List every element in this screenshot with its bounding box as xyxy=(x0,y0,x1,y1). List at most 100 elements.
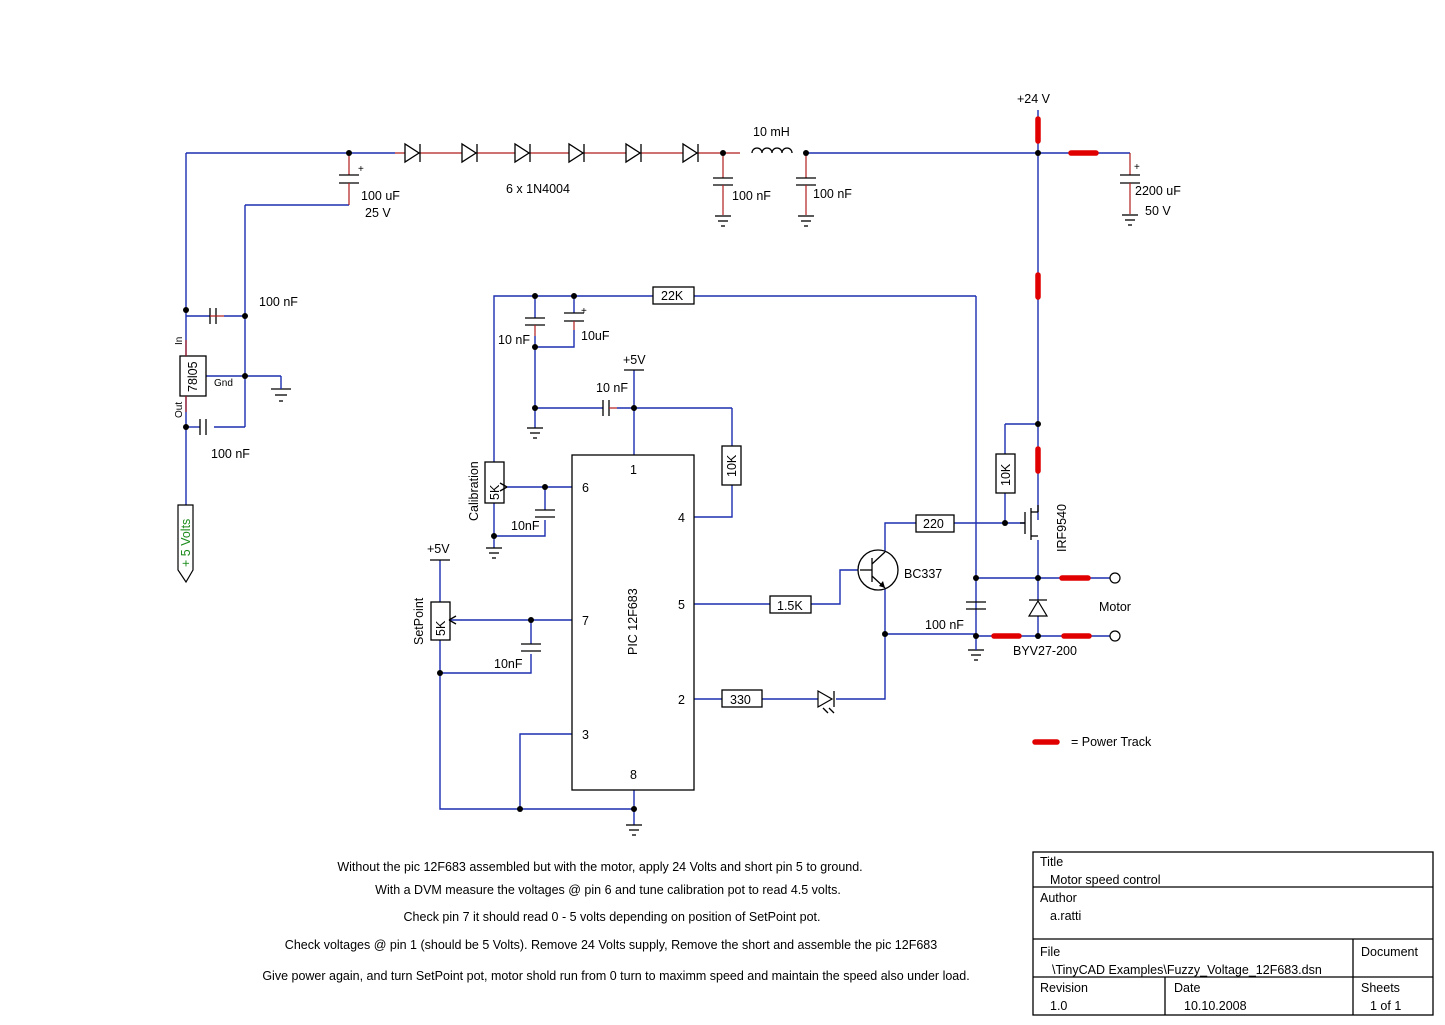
pic-wires xyxy=(439,295,1110,825)
cap-10nf-top-label: 10 nF xyxy=(498,333,530,347)
pin7-label: 7 xyxy=(582,614,589,628)
plus5v-top-label: +5V xyxy=(623,353,646,367)
reg-in-cap-label: 100 nF xyxy=(259,295,298,309)
led xyxy=(817,689,835,714)
cap-100nf-motor xyxy=(966,601,986,661)
power-track xyxy=(991,116,1099,745)
tb-author-value: a.ratti xyxy=(1050,909,1081,923)
tb-document-label: Document xyxy=(1361,945,1418,959)
resistor-220-label: 220 xyxy=(923,517,944,531)
tb-date-value: 10.10.2008 xyxy=(1184,999,1247,1013)
pot-set-label: 5K xyxy=(434,620,448,636)
note-line-3: Check pin 7 it should read 0 - 5 volts d… xyxy=(404,910,821,924)
calibration-label: Calibration xyxy=(467,461,481,521)
diode-chain-label: 6 x 1N4004 xyxy=(506,182,570,196)
note-line-4: Check voltages @ pin 1 (should be 5 Volt… xyxy=(285,938,937,952)
pic-12f683-chip xyxy=(571,454,695,791)
cap-100nf-motor-label: 100 nF xyxy=(925,618,964,632)
reg-out-cap-label: 100 nF xyxy=(211,447,250,461)
resistor-22k-label: 22K xyxy=(661,289,684,303)
cap-50v-label: 50 V xyxy=(1145,204,1171,218)
pin4-label: 4 xyxy=(678,511,685,525)
resistor-330-label: 330 xyxy=(730,693,751,707)
cap-10nf-10uf-top xyxy=(525,312,584,439)
resistor-10k-gate xyxy=(995,453,1016,494)
pin6-label: 6 xyxy=(582,481,589,495)
tb-title-label: Title xyxy=(1040,855,1063,869)
mosfet-label: IRF9540 xyxy=(1055,504,1069,552)
cap-100nf-a-label: 100 nF xyxy=(732,189,771,203)
cap-10nf-dec-label: 10 nF xyxy=(596,381,628,395)
regulator-78l05 xyxy=(179,308,291,435)
note-line-1: Without the pic 12F683 assembled but wit… xyxy=(337,860,862,874)
note-line-2: With a DVM measure the voltages @ pin 6 … xyxy=(375,883,841,897)
pot-calibration xyxy=(484,461,555,559)
cap-10nf-set-label: 10nF xyxy=(494,657,523,671)
motor-label: Motor xyxy=(1099,600,1131,614)
supply-5v-top xyxy=(602,369,644,416)
ground-symbol xyxy=(626,824,642,836)
plus5v-left-label: +5V xyxy=(427,542,450,556)
cap-2200uf-label: 2200 uF xyxy=(1135,184,1181,198)
cap-10uf-label: 10uF xyxy=(581,329,610,343)
tb-sheets-value: 1 of 1 xyxy=(1370,999,1401,1013)
junctions xyxy=(183,150,1041,812)
setpoint-label: SetPoint xyxy=(412,597,426,645)
pin8-label: 8 xyxy=(630,768,637,782)
cap-100nf-b-label: 100 nF xyxy=(813,187,852,201)
title-block xyxy=(1032,851,1434,1016)
diode-byv27 xyxy=(1027,599,1049,617)
cap-100uf-label: 100 uF xyxy=(361,189,400,203)
inductor-label: 10 mH xyxy=(753,125,790,139)
assembly-notes: Without the pic 12F683 assembled but wit… xyxy=(262,860,969,983)
pot-setpoint xyxy=(430,559,541,652)
plus-marker: + xyxy=(581,306,587,317)
tb-file-label: File xyxy=(1040,945,1060,959)
port-5v xyxy=(177,504,194,584)
resistor-1k5 xyxy=(769,595,812,614)
resistor-10k-gate-label: 10K xyxy=(999,463,1013,486)
tb-file-value: \TinyCAD Examples\Fuzzy_Voltage_12F683.d… xyxy=(1052,963,1322,977)
diode-chain xyxy=(395,142,740,164)
mosfet-irf9540 xyxy=(1020,505,1039,540)
motor-terminals xyxy=(1109,572,1121,642)
resistor-10k-pic-label: 10K xyxy=(725,454,739,477)
tb-revision-value: 1.0 xyxy=(1050,999,1067,1013)
plus-marker: + xyxy=(1134,162,1140,173)
inductor xyxy=(751,147,793,154)
pot-cal-label: 5K xyxy=(488,484,502,500)
cap-2200uf xyxy=(1120,153,1140,226)
tb-author-label: Author xyxy=(1040,891,1077,905)
regulator-name: 78l05 xyxy=(186,361,200,392)
resistor-330 xyxy=(721,689,763,708)
note-line-5: Give power again, and turn SetPoint pot,… xyxy=(262,969,969,983)
pic-name: PIC 12F683 xyxy=(626,588,640,655)
regulator-in-label: In xyxy=(174,337,185,345)
regulator-gnd-label: Gnd xyxy=(214,378,233,389)
transistor-label: BC337 xyxy=(904,567,942,581)
tb-revision-label: Revision xyxy=(1040,981,1088,995)
plus-marker: + xyxy=(358,164,364,175)
tb-sheets-label: Sheets xyxy=(1361,981,1400,995)
supply-24v-label: +24 V xyxy=(1017,92,1051,106)
tb-title-value: Motor speed control xyxy=(1050,873,1160,887)
cap-100nf-filter xyxy=(713,153,816,227)
pin2-label: 2 xyxy=(678,693,685,707)
resistor-1k5-label: 1.5K xyxy=(777,599,803,613)
regulator-out-label: Out xyxy=(174,402,185,418)
legend-label: = Power Track xyxy=(1071,735,1152,749)
pin3-label: 3 xyxy=(582,728,589,742)
cap-10nf-cal-label: 10nF xyxy=(511,519,540,533)
cap-25v-label: 25 V xyxy=(365,206,391,220)
pin5-label: 5 xyxy=(678,598,685,612)
port-5v-label: + 5 Volts xyxy=(179,519,193,567)
resistor-10k-pic xyxy=(721,445,742,486)
cap-100uf xyxy=(339,153,359,205)
diode-byv-label: BYV27-200 xyxy=(1013,644,1077,658)
resistor-22k xyxy=(652,286,695,305)
resistor-220 xyxy=(915,514,955,533)
transistor-bc337 xyxy=(857,549,899,591)
pin1-label: 1 xyxy=(630,463,637,477)
